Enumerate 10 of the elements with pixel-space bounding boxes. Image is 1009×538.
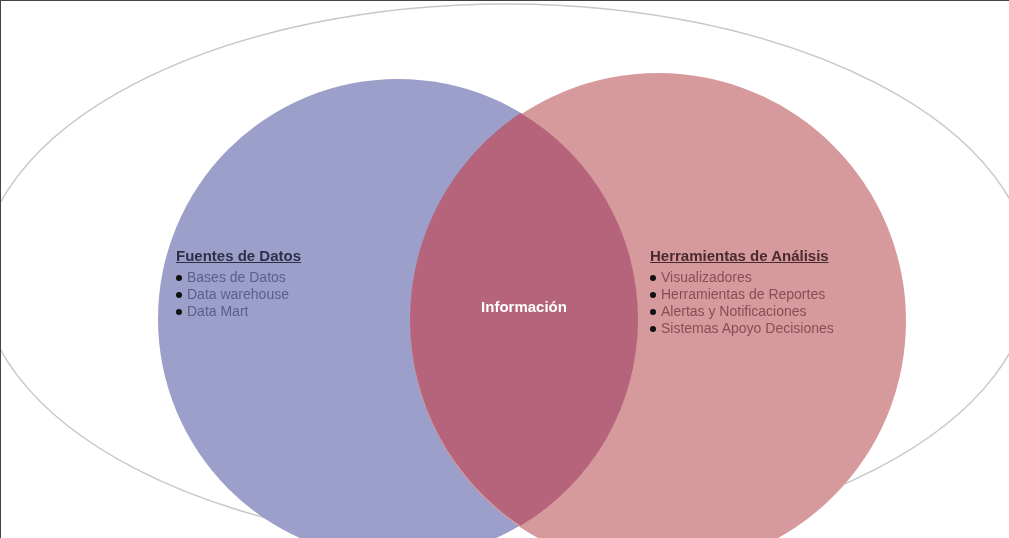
list-item: Bases de Datos: [187, 269, 286, 286]
heading: Fuentes de Datos: [176, 247, 302, 264]
list-item: Sistemas Apoyo Decisiones: [661, 320, 834, 337]
region-label: Información: [481, 297, 567, 315]
list-item: Data Mart: [187, 303, 249, 320]
heading: Herramientas de Análisis: [650, 247, 829, 264]
list-item: Data warehouse: [187, 286, 289, 303]
list-item: Visualizadores: [661, 269, 752, 286]
list-item: Alertas y Notificaciones: [661, 303, 807, 320]
list-item: Herramientas de Reportes: [661, 286, 826, 303]
